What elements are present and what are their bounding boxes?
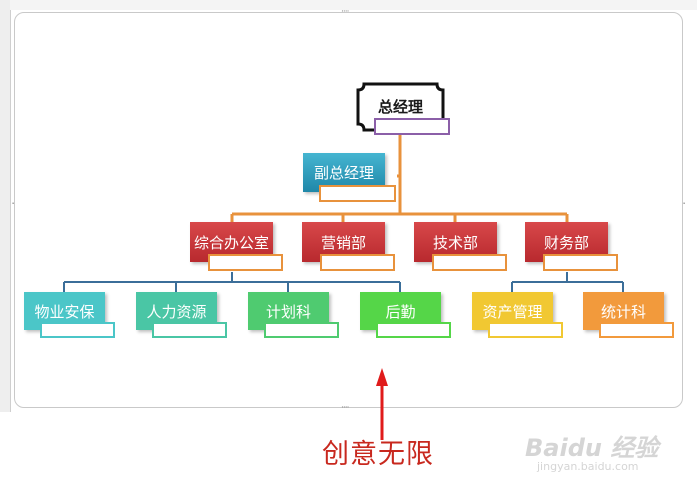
unit-label: 物业安保 xyxy=(34,302,95,321)
arrow-head xyxy=(376,368,388,386)
baidu-watermark: Baidu 经验 jingyan.baidu.com xyxy=(525,428,659,473)
unit-label: 统计科 xyxy=(600,302,646,321)
vertical-ruler xyxy=(0,0,11,412)
department-subtitle-box[interactable] xyxy=(208,254,283,271)
unit-subtitle-box[interactable] xyxy=(488,322,563,338)
unit-label: 人力资源 xyxy=(146,302,207,321)
unit-subtitle-box[interactable] xyxy=(152,322,227,338)
unit-label: 计划科 xyxy=(265,302,311,321)
unit-label: 资产管理 xyxy=(482,302,543,321)
department-label: 技术部 xyxy=(432,233,478,252)
ceo-subtitle-box[interactable] xyxy=(374,118,450,135)
watermark-logo-text: Baidu 经验 xyxy=(525,434,659,462)
unit-subtitle-box[interactable] xyxy=(40,322,115,338)
lower-connector-lines xyxy=(63,272,624,292)
department-subtitle-box[interactable] xyxy=(320,254,395,271)
caption-text: 创意无限 xyxy=(322,439,434,470)
deputy-subtitle-box[interactable] xyxy=(319,185,396,202)
red-arrow xyxy=(376,368,388,440)
watermark-url: jingyan.baidu.com xyxy=(537,460,639,473)
unit-subtitle-box[interactable] xyxy=(376,322,451,338)
department-label: 综合办公室 xyxy=(193,233,269,252)
unit-subtitle-box[interactable] xyxy=(264,322,339,338)
department-subtitle-box[interactable] xyxy=(432,254,507,271)
ceo-label: 总经理 xyxy=(377,98,423,116)
smartart-canvas[interactable] xyxy=(14,12,683,408)
upper-connector-lines xyxy=(230,135,569,222)
unit-label: 后勤 xyxy=(385,302,416,321)
ceo-node[interactable]: 总经理 xyxy=(359,86,442,127)
department-subtitle-box[interactable] xyxy=(543,254,618,271)
horizontal-ruler xyxy=(10,0,697,10)
department-label: 营销部 xyxy=(320,233,366,252)
resize-handle-bottom[interactable]: ···· xyxy=(341,403,350,413)
department-label: 财务部 xyxy=(543,233,589,252)
resize-handle-top[interactable]: ···· xyxy=(341,7,350,17)
unit-subtitle-box[interactable] xyxy=(599,322,674,338)
deputy-label: 副总经理 xyxy=(313,164,374,182)
